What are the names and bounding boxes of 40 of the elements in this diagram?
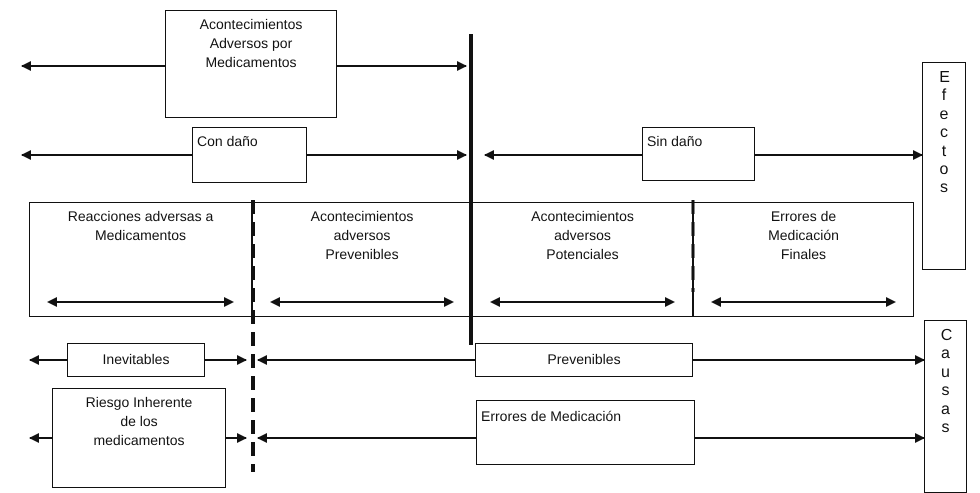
box-label: Acontecimientos adversos Potenciales	[530, 207, 635, 264]
box-label: Inevitables	[102, 350, 170, 369]
text-box	[252, 202, 472, 317]
vertical-label: Causas	[940, 327, 950, 438]
arrow	[693, 355, 925, 365]
box-label: Con daño	[197, 132, 259, 151]
box-label: Prevenibles	[546, 350, 622, 369]
text-box	[642, 127, 755, 181]
text-box	[693, 202, 914, 317]
arrow	[695, 433, 925, 443]
arrow	[307, 150, 467, 160]
vertical-label: Efectos	[939, 69, 949, 198]
text-box	[475, 343, 693, 377]
box-label: Acontecimientos adversos Prevenibles	[310, 207, 414, 264]
text-box	[165, 10, 337, 118]
label-column-box	[924, 320, 967, 493]
label-column-box	[922, 62, 966, 270]
arrow	[484, 150, 642, 160]
arrow	[21, 150, 192, 160]
arrow	[205, 355, 247, 365]
box-label: Sin daño	[647, 132, 704, 151]
text-box	[472, 202, 693, 317]
arrow	[21, 61, 165, 71]
text-box	[192, 127, 307, 183]
text-box	[476, 400, 695, 465]
box-label: Errores de Medicación Finales	[767, 207, 840, 264]
arrow	[29, 355, 67, 365]
arrow	[337, 61, 467, 71]
arrow	[755, 150, 923, 160]
text-box	[67, 343, 205, 377]
box-label: Reacciones adversas a Medicamentos	[66, 207, 214, 245]
arrow	[226, 433, 247, 443]
text-box	[52, 388, 226, 488]
text-box	[29, 202, 252, 317]
box-label: Errores de Medicación	[481, 407, 622, 426]
box-label: Acontecimientos Adversos por Medicamentos	[198, 15, 304, 72]
arrow	[29, 433, 52, 443]
arrow	[257, 433, 476, 443]
arrow	[257, 355, 475, 365]
box-label: Riesgo Inherente de los medicamentos	[84, 393, 194, 450]
